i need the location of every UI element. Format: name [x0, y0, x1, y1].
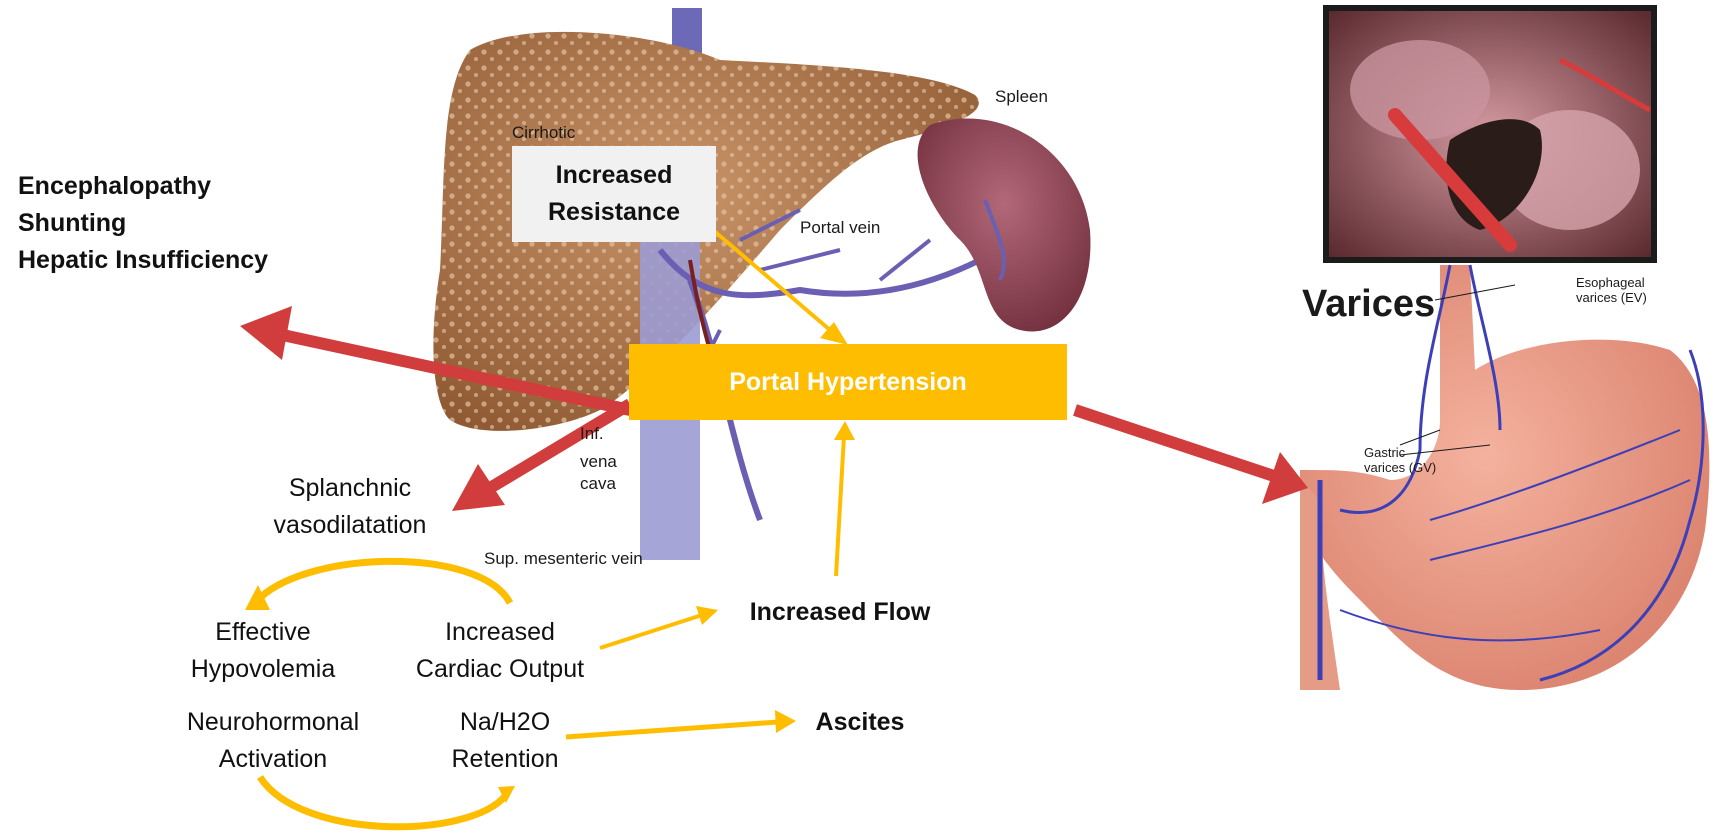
esophageal-line: Esophageal: [1576, 275, 1647, 290]
splanchnic-line1: Splanchnic: [240, 470, 460, 507]
varices-label: Varices: [1302, 283, 1435, 326]
gv-line: varices (GV): [1364, 460, 1436, 475]
hypovolemia-line: Hypovolemia: [168, 651, 358, 688]
spleen-label: Spleen: [995, 87, 1048, 107]
increased-flow-label: Increased Flow: [730, 594, 950, 631]
spleen-illustration: [918, 119, 1091, 332]
na-h2o-line: Na/H2O: [420, 704, 590, 741]
activation-line: Activation: [158, 741, 388, 778]
portal-vein-label: Portal vein: [800, 218, 880, 238]
inf-vena-cava-label-3: cava: [580, 474, 616, 494]
encephalopathy-label: Encephalopathy: [18, 168, 268, 205]
complications-list: Encephalopathy Shunting Hepatic Insuffic…: [18, 168, 268, 279]
ev-line: varices (EV): [1576, 290, 1647, 305]
effective-line: Effective: [168, 614, 358, 651]
spleen-shape: [918, 119, 1091, 332]
increased-resistance-box: Increased Resistance: [512, 146, 716, 242]
portal-hypertension-box: Portal Hypertension: [629, 344, 1067, 420]
retention-line: Retention: [420, 741, 590, 778]
hepatic-insufficiency-label: Hepatic Insufficiency: [18, 242, 268, 279]
ascites-label: Ascites: [800, 704, 920, 741]
neurohormonal-line: Neurohormonal: [158, 704, 388, 741]
portal-hypertension-label: Portal Hypertension: [729, 368, 967, 397]
na-h2o-retention-label: Na/H2O Retention: [420, 704, 590, 778]
arrow-head-left: [240, 306, 292, 360]
cardiac-output-line: Cardiac Output: [395, 651, 605, 688]
increased-resistance-line1: Increased: [548, 157, 680, 194]
shunting-label: Shunting: [18, 205, 268, 242]
inf-vena-cava-label-2: vena: [580, 452, 617, 472]
esophageal-varices-label: Esophageal varices (EV): [1576, 275, 1647, 305]
cirrhotic-label: Cirrhotic: [512, 123, 575, 143]
stomach-illustration: [1300, 265, 1709, 690]
gastric-line: Gastric: [1364, 445, 1436, 460]
splanchnic-label: Splanchnic vasodilatation: [240, 470, 460, 544]
increased-line: Increased: [395, 614, 605, 651]
inf-vena-cava-label-1: Inf.: [580, 424, 604, 444]
neurohormonal-activation-label: Neurohormonal Activation: [158, 704, 388, 778]
stomach-shape: [1300, 265, 1709, 690]
gastric-varices-label: Gastric varices (GV): [1364, 445, 1436, 475]
splanchnic-line2: vasodilatation: [240, 507, 460, 544]
sup-mesenteric-label: Sup. mesenteric vein: [484, 549, 643, 569]
increased-cardiac-output-label: Increased Cardiac Output: [395, 614, 605, 688]
effective-hypovolemia-label: Effective Hypovolemia: [168, 614, 358, 688]
endoscopy-photo: [1323, 5, 1657, 263]
increased-resistance-line2: Resistance: [548, 194, 680, 231]
